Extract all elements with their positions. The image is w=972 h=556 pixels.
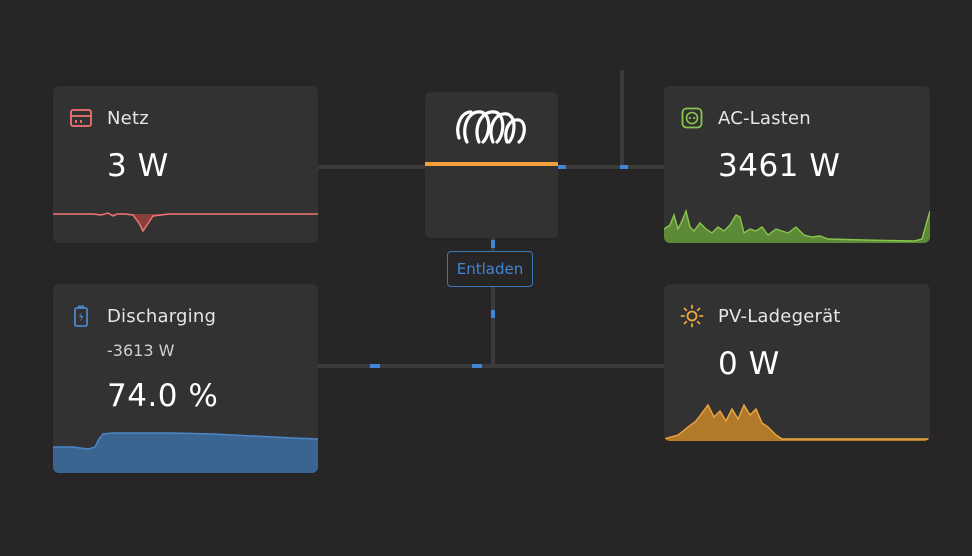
grid-sparkline (53, 212, 318, 233)
battery-sparkline (53, 432, 318, 473)
battery-title: Discharging (107, 305, 217, 327)
ac-loads-card[interactable]: AC-Lasten 3461 W (664, 86, 930, 243)
flow-dot (370, 364, 380, 368)
ac-loads-sparkline (664, 208, 930, 243)
flow-dot (558, 165, 566, 169)
pv-charger-card[interactable]: PV-Ladegerät 0 W (664, 284, 930, 441)
inverter-state-bar (425, 162, 558, 166)
ac-loads-power: 3461 W (718, 148, 841, 184)
battery-power: -3613 W (107, 341, 175, 360)
pv-charger-power: 0 W (718, 346, 780, 382)
flow-dot (620, 165, 628, 169)
ac-socket-icon (681, 107, 703, 129)
inverter-tile[interactable] (425, 92, 558, 238)
grid-power: 3 W (107, 148, 169, 184)
ac-loads-title: AC-Lasten (718, 107, 811, 129)
grid-meter-icon (70, 109, 92, 127)
battery-card[interactable]: Discharging -3613 W 74.0 % (53, 284, 318, 473)
grid-card[interactable]: Netz 3 W (53, 86, 318, 243)
victron-logo-icon (456, 110, 526, 144)
grid-title: Netz (107, 107, 149, 129)
sun-icon (680, 304, 704, 328)
pv-charger-sparkline (664, 403, 930, 441)
flow-dot (491, 240, 495, 248)
pv-charger-title: PV-Ladegerät (718, 305, 841, 327)
battery-icon (74, 305, 88, 327)
flow-dot (472, 364, 482, 368)
inverter-mode-badge[interactable]: Entladen (447, 251, 533, 287)
battery-soc: 74.0 % (107, 378, 219, 414)
flow-dot (491, 310, 495, 318)
